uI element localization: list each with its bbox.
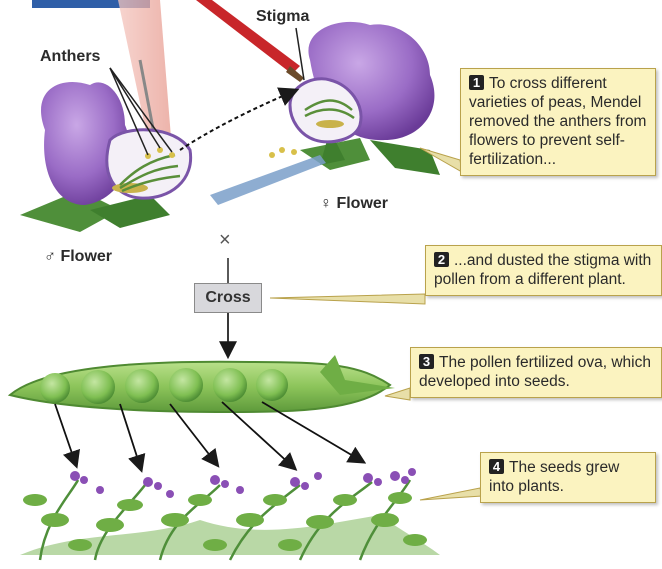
pea-pod	[10, 355, 395, 412]
pea-3	[125, 369, 159, 403]
step-4-text: The seeds grew into plants.	[489, 459, 619, 495]
pollen-transfer-arrow	[180, 92, 292, 150]
female-flower	[290, 22, 440, 175]
pea-plants	[20, 468, 440, 560]
step-2-text: ...and dusted the stigma with pollen fro…	[434, 252, 651, 288]
pea-4	[169, 368, 203, 402]
forceps	[118, 0, 172, 150]
step-2-callout: 2...and dusted the stigma with pollen fr…	[425, 245, 662, 296]
step-1-number: 1	[469, 75, 484, 90]
step-3-number: 3	[419, 354, 434, 369]
step-1-text: To cross different varieties of peas, Me…	[469, 75, 646, 168]
pea-5	[213, 368, 247, 402]
step-4-number: 4	[489, 459, 504, 474]
callout-4-pointer	[420, 488, 482, 500]
stigma-label: Stigma	[256, 8, 309, 26]
pea-2	[81, 370, 115, 404]
step-3-text: The pollen fertilized ova, which develop…	[419, 354, 651, 390]
callout-3-pointer	[385, 388, 410, 400]
arrow-to-plant-2	[120, 404, 140, 466]
female-flower-label: ♀ Flower	[320, 195, 388, 213]
forceps-blue	[210, 155, 326, 205]
cross-box: Cross	[194, 283, 262, 313]
anthers-label: Anthers	[40, 48, 100, 66]
pea-6	[256, 369, 288, 401]
pea-1	[40, 373, 70, 403]
cross-symbol: ×	[219, 229, 231, 252]
callout-2-pointer	[270, 294, 425, 304]
arrow-to-plant-1	[55, 404, 75, 462]
step-2-number: 2	[434, 252, 449, 267]
male-flower-label: ♂ Flower	[44, 248, 112, 266]
